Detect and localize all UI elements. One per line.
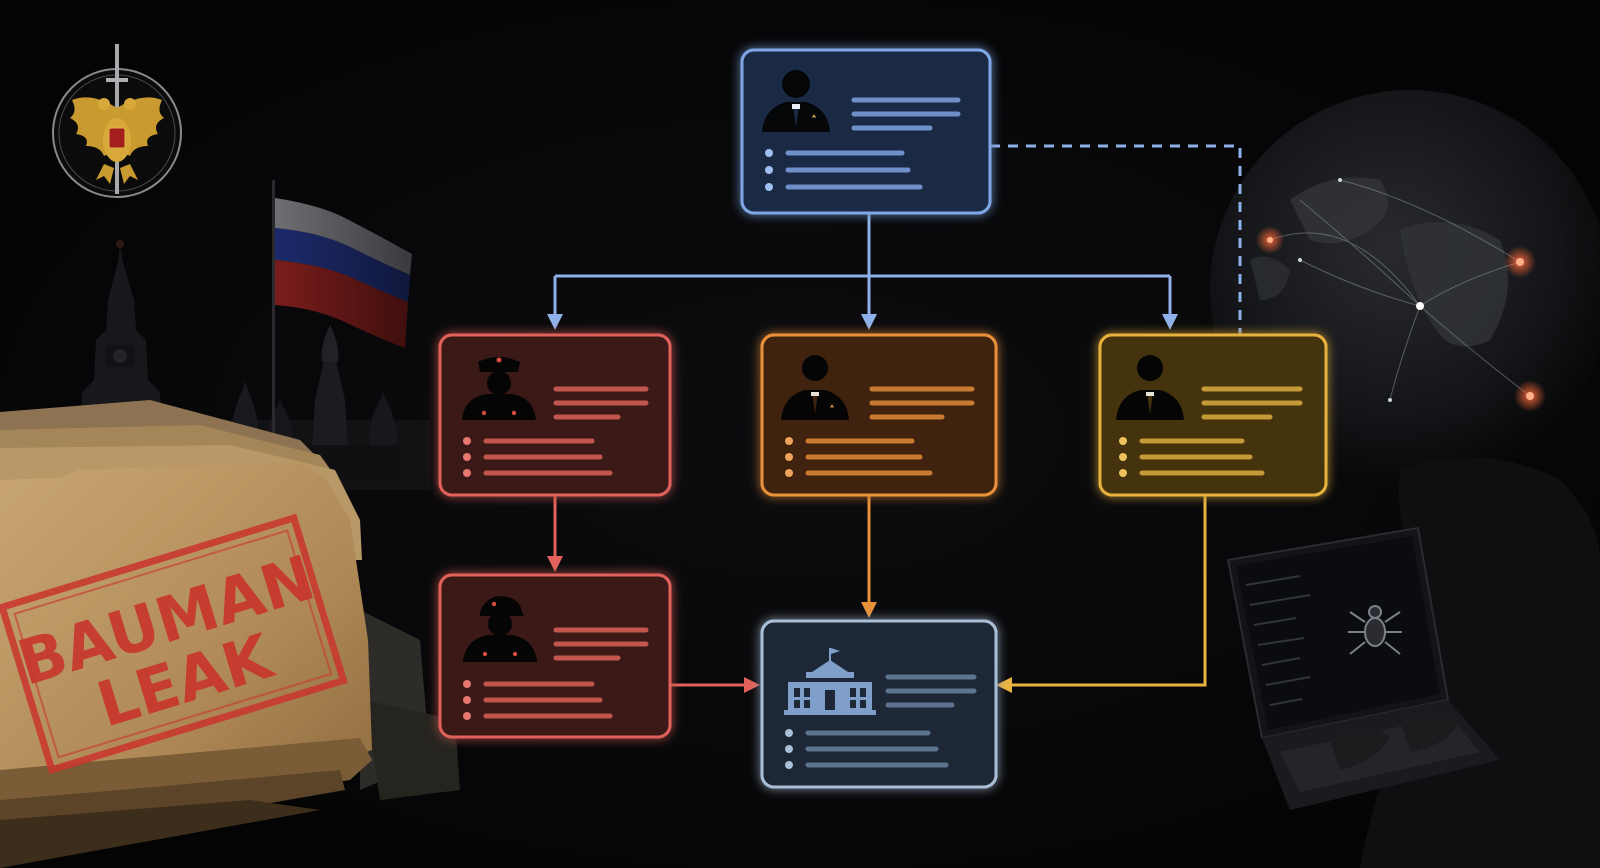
node-soldier [438,573,672,739]
military-officer-icon [463,596,537,662]
dossier-folders [0,400,460,868]
person-silhouette-icon [1116,355,1184,420]
edge-operative-to-institution [1010,495,1207,687]
connectors [547,144,1242,693]
node-civilian-official [760,333,998,497]
node-military-officer [438,333,672,497]
university-building-icon [784,648,876,715]
node-institution [760,619,998,789]
spider-bug-icon [1348,605,1402,655]
person-silhouette-icon [781,355,849,420]
hacker-laptop [1226,457,1600,868]
node-operative [1098,333,1328,497]
node-top-leader [740,48,992,215]
russian-flag [272,180,412,470]
military-officer-icon [462,357,536,420]
double-headed-eagle-emblem [52,44,182,198]
person-silhouette-icon [762,70,830,132]
